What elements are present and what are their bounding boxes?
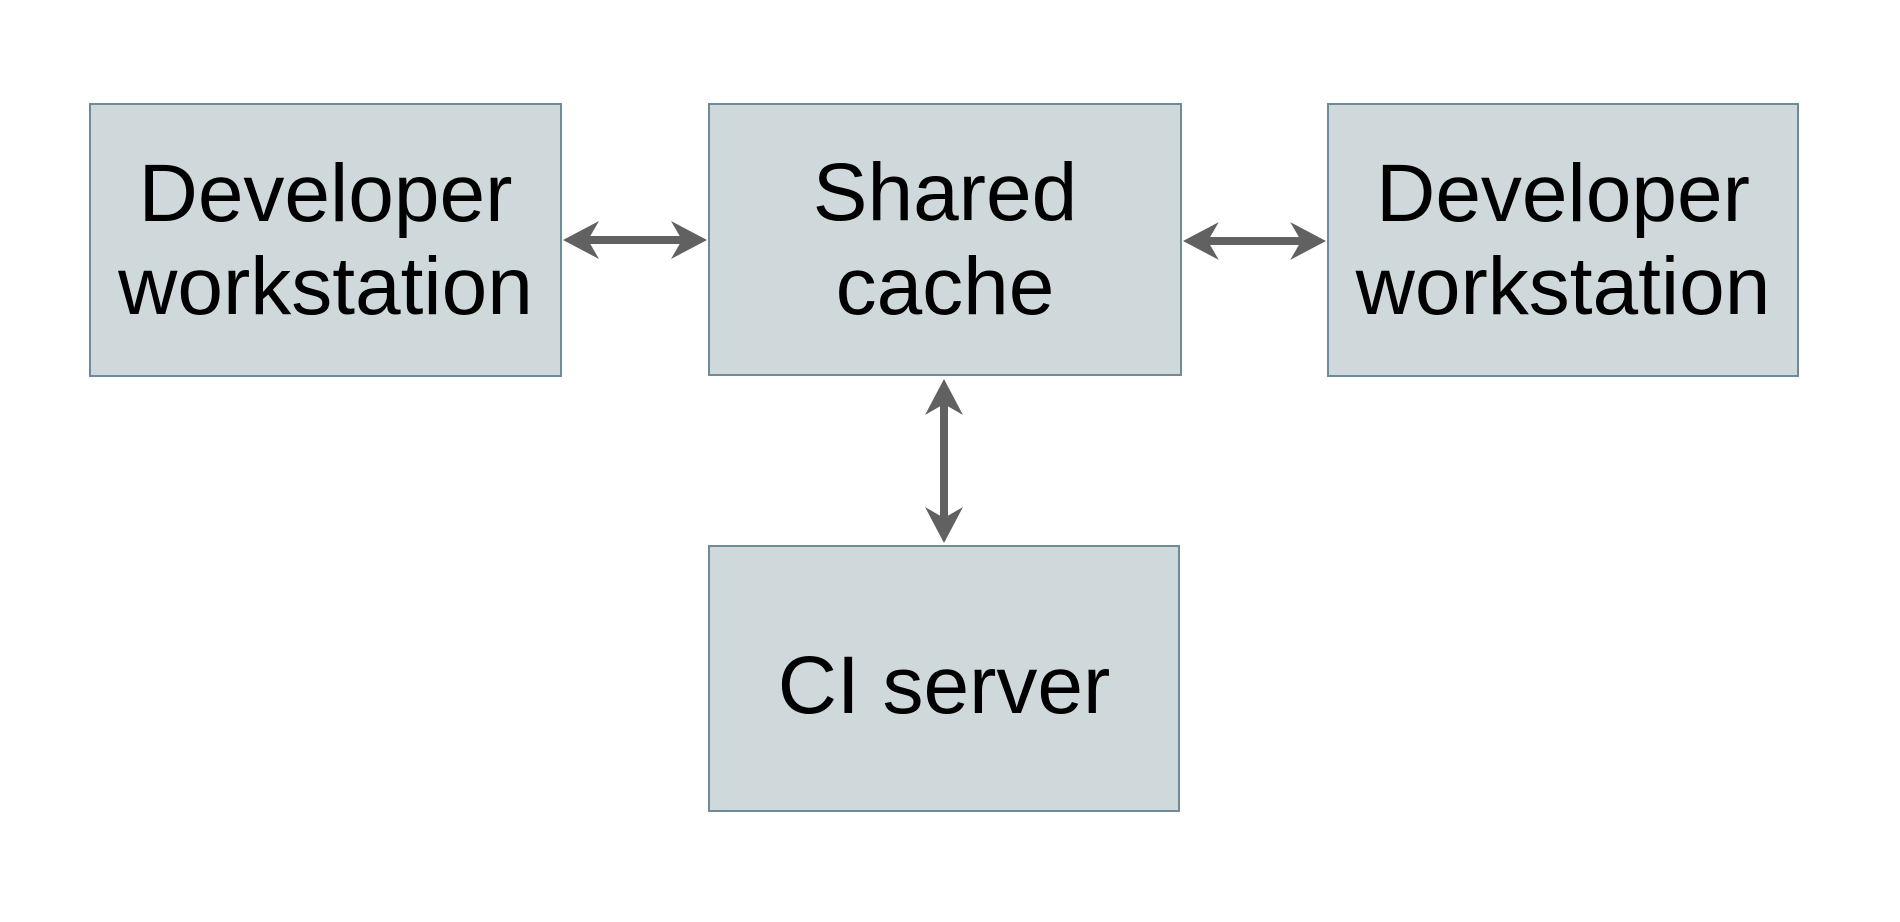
- node-developer-workstation-right: Developer workstation: [1327, 103, 1799, 377]
- double-arrow-shared-cache-to-right-workstation: [1182, 217, 1327, 265]
- node-shared-cache: Shared cache: [708, 103, 1182, 376]
- node-ci-server: CI server: [708, 545, 1180, 812]
- double-arrow-shared-cache-to-ci-server: [920, 378, 968, 544]
- double-arrow-left-workstation-to-shared-cache: [562, 216, 708, 264]
- node-label: Developer workstation: [118, 147, 533, 332]
- double-arrow-icon: [925, 379, 963, 543]
- double-arrow-icon: [1182, 222, 1327, 260]
- double-arrow-icon: [563, 221, 707, 259]
- node-label: Shared cache: [812, 147, 1078, 332]
- node-label: Developer workstation: [1355, 147, 1771, 332]
- node-label: CI server: [777, 639, 1111, 731]
- node-developer-workstation-left: Developer workstation: [89, 103, 562, 377]
